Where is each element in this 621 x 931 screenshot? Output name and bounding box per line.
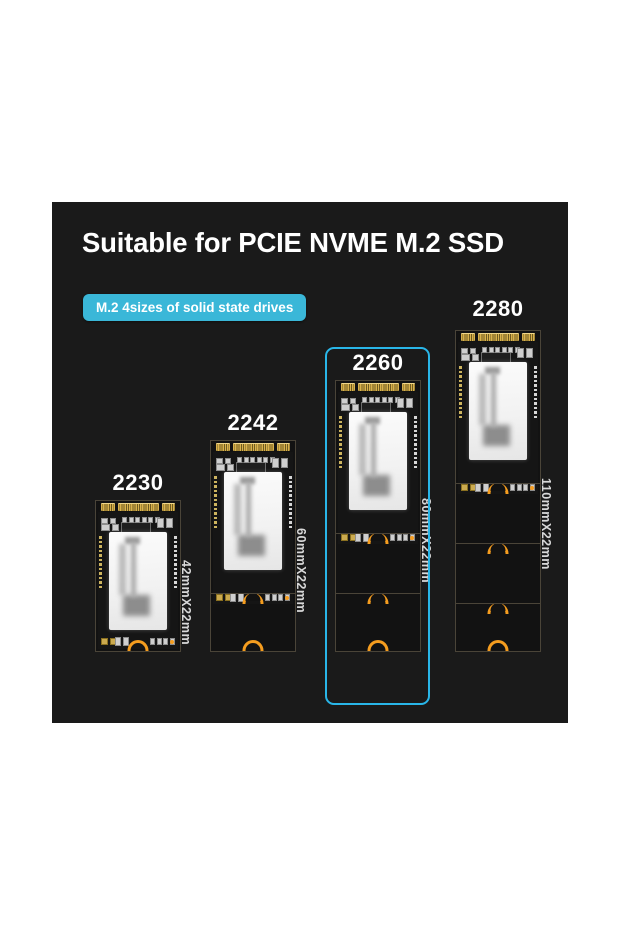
ssd-label-2280: 2280 (472, 296, 524, 321)
ssd-dimension-2260: 80mmX22mm (419, 498, 433, 584)
pcb-area (98, 512, 178, 649)
ssd-board-2280 (455, 330, 541, 652)
pcb-area (213, 452, 293, 649)
ssd-board-2242 (210, 440, 296, 652)
pcb-area (338, 392, 418, 649)
ssd-board-2260 (335, 380, 421, 652)
mounting-notch-icon (487, 640, 509, 651)
ssd-dimension-2280: 110mmX22mm (539, 478, 553, 570)
nand-sticker (349, 412, 407, 510)
status-badge: M.2 4sizes of solid state drives (83, 294, 307, 321)
nand-sticker (224, 472, 282, 570)
infographic-panel: Suitable for PCIE NVME M.2 SSD M.2 4size… (52, 202, 568, 723)
edge-connector-icon (216, 443, 290, 451)
ssd-label-2230: 2230 (112, 470, 164, 495)
ssd-label-2260: 2260 (352, 350, 404, 375)
nand-sticker (469, 362, 527, 460)
pcb-area (458, 342, 538, 649)
ssd-dimension-2230: 42mmX22mm (179, 560, 193, 646)
edge-connector-icon (341, 383, 415, 391)
ssd-dimension-2242: 60mmX22mm (294, 528, 308, 614)
page-title: Suitable for PCIE NVME M.2 SSD (82, 227, 504, 258)
mounting-notch-icon (367, 640, 389, 651)
mounting-notch-icon (127, 640, 149, 651)
edge-connector-icon (101, 503, 175, 511)
badge-label: M.2 4sizes of solid state drives (96, 300, 294, 315)
ssd-board-2230 (95, 500, 181, 652)
nand-sticker (109, 532, 167, 630)
edge-connector-icon (461, 333, 535, 341)
ssd-label-2242: 2242 (227, 410, 279, 435)
mounting-notch-icon (242, 640, 264, 651)
